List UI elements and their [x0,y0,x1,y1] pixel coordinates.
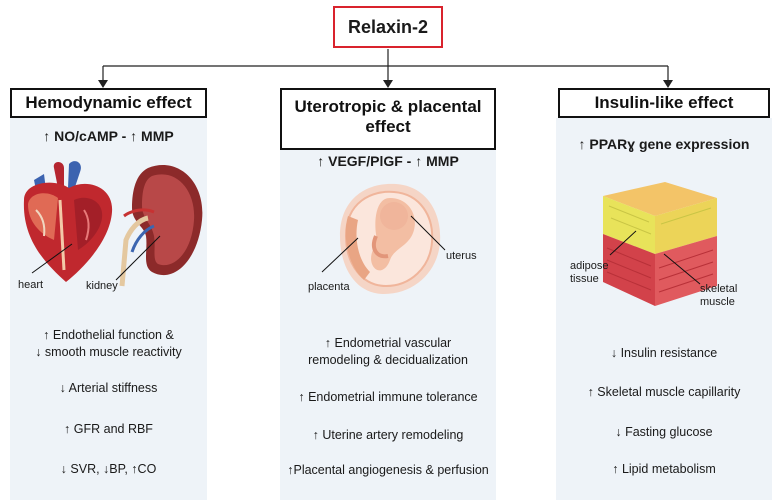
effect-uterotropic-1: ↑ Endometrial vascular remodeling & deci… [280,335,496,369]
adipose-label-line [609,230,637,256]
placenta-label: placenta [308,281,350,293]
effect-insulin-3: ↓ Fasting glucose [615,425,713,439]
heart-label-line [31,243,73,274]
uterus-label: uterus [446,250,477,262]
muscle-label-line2: muscle [700,296,735,309]
panel-insulin [556,118,772,500]
adipose-label-line2: tissue [570,273,599,286]
muscle-label: skeletal muscle [700,283,737,309]
kidney-illustration [119,165,203,287]
heading-uterotropic-line1: Uterotropic & placental [294,97,482,116]
main-title: Relaxin-2 [333,6,443,48]
heading-uterotropic-line2: effect [365,117,411,137]
uterus-label-line [410,215,446,251]
placenta-label-line [321,237,359,273]
effect-uterotropic-1b: remodeling & decidualization [308,352,468,367]
uterus-fetus-illustration [330,176,450,301]
effect-insulin-1: ↓ Insulin resistance [610,346,718,360]
mechanism-insulin: ↑ PPARɣ gene expression [578,136,750,152]
effect-hemodynamic-2: ↓ Arterial stiffness [59,381,158,395]
effect-hemodynamic-4: ↓ SVR, ↓BP, ↑CO [60,462,157,476]
effect-hemodynamic-1: ↑ Endothelial function & ↓ smooth muscle… [10,327,207,361]
muscle-label-line1: skeletal [700,283,738,295]
adipose-muscle-block-illustration [603,182,717,306]
kidney-label-line [115,235,161,281]
effect-uterotropic-1a: ↑ Endometrial vascular [324,336,452,350]
heading-uterotropic: Uterotropic & placental effect [280,88,496,150]
effect-uterotropic-2: ↑ Endometrial immune tolerance [298,390,478,404]
kidney-label: kidney [86,280,118,292]
adipose-label: adipose tissue [570,260,609,286]
heading-hemodynamic: Hemodynamic effect [10,88,207,118]
heart-label: heart [18,279,44,291]
effect-uterotropic-3: ↑ Uterine artery remodeling [312,428,464,442]
mechanism-hemodynamic: ↑ NO/cAMP - ↑ MMP [43,128,174,144]
effect-hemodynamic-3: ↑ GFR and RBF [64,422,153,436]
effect-hemodynamic-1a: ↑ Endothelial function & [43,328,174,342]
connector-lines [98,49,673,88]
heart-illustration [23,161,113,282]
adipose-label-line1: adipose [570,260,609,272]
mechanism-uterotropic: ↑ VEGF/PlGF - ↑ MMP [317,153,459,169]
muscle-label-line [663,253,701,285]
effect-insulin-2: ↑ Skeletal muscle capillarity [587,385,741,399]
main-title-text: Relaxin-2 [347,17,429,37]
effect-insulin-4: ↑ Lipid metabolism [612,462,716,476]
heading-insulin: Insulin-like effect [558,88,770,118]
effect-hemodynamic-1b: ↓ smooth muscle reactivity [35,344,182,359]
effect-uterotropic-4: ↑Placental angiogenesis & perfusion [287,463,489,477]
